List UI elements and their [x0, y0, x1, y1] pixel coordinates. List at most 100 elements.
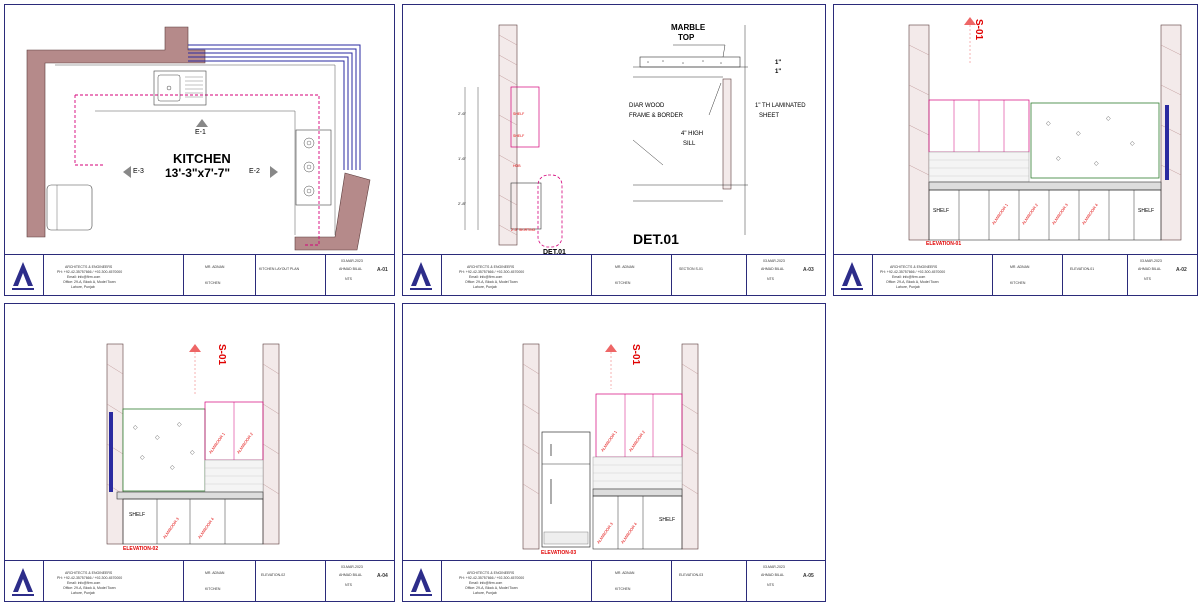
firm-line4: Office: 29-A, Block A, Model Town — [63, 586, 116, 590]
sheet-kitchen-plan[interactable]: E-1 E-3 E-2 KITCHEN 13'-3"x7'-7" ARCHITE… — [4, 4, 395, 296]
drawn-by: AHMAD BILAL — [761, 573, 785, 577]
sheet-elevation-01[interactable]: ◇ ◇ ◇ ◇ ◇ ◇ ALMIROOR 1 ALMIROOR 2 ALMIROOR 3 ALM… — [833, 4, 1198, 296]
project-name: KITCHEN — [205, 587, 221, 591]
marker-e3: E-3 — [133, 168, 144, 175]
sheet-label: SHEET — [759, 113, 780, 119]
firm-line5: Lahore, Punjab — [71, 591, 95, 595]
svg-text:ALMIROOR 4: ALMIROOR 4 — [1081, 202, 1100, 226]
svg-text:◇: ◇ — [1076, 131, 1081, 137]
svg-text:1'-6": 1'-6" — [458, 156, 467, 161]
sheet-no: A-05 — [803, 573, 814, 579]
svg-text:◇: ◇ — [190, 450, 195, 456]
client-name: MR. ADNAN — [615, 571, 635, 575]
drawn-by: AHMAD BILAL — [339, 573, 363, 577]
svg-text:ALMIROOR 2: ALMIROOR 2 — [628, 429, 647, 453]
svg-text:HOB: HOB — [513, 164, 521, 168]
scale: NTS — [345, 277, 352, 281]
firm-line1: ARCHITECTS & ENGINEERS — [65, 265, 113, 269]
client-name: MR. ADNAN — [205, 265, 225, 269]
drawing-title: ELEVATION-02 — [261, 573, 286, 577]
shelf-left: SHELF — [129, 512, 146, 518]
firm-logo-icon — [838, 258, 866, 292]
firm-line1: ARCHITECTS & ENGINEERS — [890, 265, 938, 269]
drawing-title: ELEVATION-03 — [679, 573, 704, 577]
firm-line5: Lahore, Punjab — [896, 285, 920, 289]
svg-text:ALMIROOR 3: ALMIROOR 3 — [1051, 202, 1070, 226]
sill-label: SILL — [683, 141, 696, 147]
drawn-by: AHMAD BILAL — [339, 267, 363, 271]
client-name: MR. ADNAN — [615, 265, 635, 269]
svg-text:ALMIROOR 2: ALMIROOR 2 — [236, 431, 255, 455]
svg-text:2'-8": 2'-8" — [458, 201, 467, 206]
firm-line3: Email: info@firm.com — [67, 275, 101, 279]
svg-text:ALMIROOR 1: ALMIROOR 1 — [600, 429, 619, 453]
drawing-title: SECTION S-01 — [679, 267, 703, 271]
title-block: ARCHITECTS & ENGINEERS PH: +92-42-357576… — [5, 560, 394, 601]
det-label-large: DET.01 — [633, 231, 679, 247]
date: 03-MAR-2023 — [1140, 259, 1162, 263]
svg-text:◇: ◇ — [177, 422, 182, 428]
diar-label: DIAR WOOD — [629, 103, 665, 109]
svg-text:◇: ◇ — [133, 425, 138, 431]
scale: NTS — [767, 583, 774, 587]
firm-logo-icon — [407, 564, 435, 598]
firm-line4: Office: 29-A, Block A, Model Town — [886, 280, 939, 284]
shelf-right: SHELF — [1138, 208, 1155, 214]
svg-text:◇: ◇ — [1056, 156, 1061, 162]
title-block: ARCHITECTS & ENGINEERS PH: +92-42-357576… — [834, 254, 1197, 295]
firm-line5: Lahore, Punjab — [71, 285, 95, 289]
svg-text:ALMIROOR 3: ALMIROOR 3 — [162, 516, 181, 540]
firm-line5: Lahore, Punjab — [473, 591, 497, 595]
sheet-no: A-04 — [377, 573, 388, 579]
date: 03-MAR-2023 — [763, 259, 785, 263]
frame-label: FRAME & BORDER — [629, 113, 684, 119]
svg-text:◇: ◇ — [1094, 161, 1099, 167]
firm-line2: PH: +92-42-35757666 / +92-300-4570000 — [880, 270, 946, 274]
sheet-no: A-03 — [803, 267, 814, 273]
svg-text:ALMIROOR 1: ALMIROOR 1 — [991, 202, 1010, 226]
title-block: ARCHITECTS & ENGINEERS PH: +92-42-357576… — [403, 254, 825, 295]
firm-line2: PH: +92-42-35757666 / +92-300-4570000 — [57, 270, 123, 274]
svg-text:SHELF: SHELF — [513, 112, 524, 116]
client-name: MR. ADNAN — [1010, 265, 1030, 269]
elevation-label: ELEVATION-01 — [926, 241, 962, 247]
project-name: KITCHEN — [615, 281, 631, 285]
section-marker: S-01 — [630, 344, 641, 366]
svg-text:◇: ◇ — [1106, 116, 1111, 122]
scale: NTS — [767, 277, 774, 281]
dim-1b: 1" — [775, 69, 782, 75]
elevation-label: ELEVATION-03 — [541, 550, 577, 556]
firm-line3: Email: info@firm.com — [892, 275, 926, 279]
firm-line3: Email: info@firm.com — [469, 581, 503, 585]
svg-text:◇: ◇ — [140, 455, 145, 461]
drawn-by: AHMAD BILAL — [1138, 267, 1162, 271]
kitchen-plan-drawing — [26, 26, 371, 251]
scale: NTS — [345, 583, 352, 587]
sheet-elevation-03[interactable]: ALMIROOR 1 ALMIROOR 2 ALMIROOR 3 ALMIROOR … — [402, 303, 826, 602]
project-name: KITCHEN — [615, 587, 631, 591]
svg-text:ALMIROOR 4: ALMIROOR 4 — [620, 521, 639, 545]
firm-line2: PH: +92-42-35757666 / +92-300-4570000 — [459, 576, 525, 580]
svg-text:ALMIROOR 2: ALMIROOR 2 — [1021, 202, 1040, 226]
svg-text:◇: ◇ — [1130, 141, 1135, 147]
svg-text:◇: ◇ — [1046, 121, 1051, 127]
date: 03-MAR-2023 — [341, 565, 363, 569]
firm-line4: Office: 29-A, Block A, Model Town — [465, 280, 518, 284]
scale: NTS — [1144, 277, 1151, 281]
svg-text:2'-0" SKIRTING: 2'-0" SKIRTING — [511, 228, 536, 232]
svg-text:ALMIROOR 3: ALMIROOR 3 — [596, 521, 615, 545]
firm-line1: ARCHITECTS & ENGINEERS — [467, 571, 515, 575]
section-marker: S-01 — [216, 344, 227, 366]
firm-line3: Email: info@firm.com — [469, 275, 503, 279]
section-marker: S-01 — [973, 19, 984, 41]
dim-1a: 1" — [775, 60, 782, 66]
marker-e2: E-2 — [249, 168, 260, 175]
det-label-small: DET.01 — [543, 249, 566, 256]
firm-logo-icon — [9, 258, 37, 292]
sheet-no: A-01 — [377, 267, 388, 273]
drawing-title: ELEVATION-01 — [1070, 267, 1095, 271]
firm-line4: Office: 29-A, Block A, Model Town — [465, 586, 518, 590]
